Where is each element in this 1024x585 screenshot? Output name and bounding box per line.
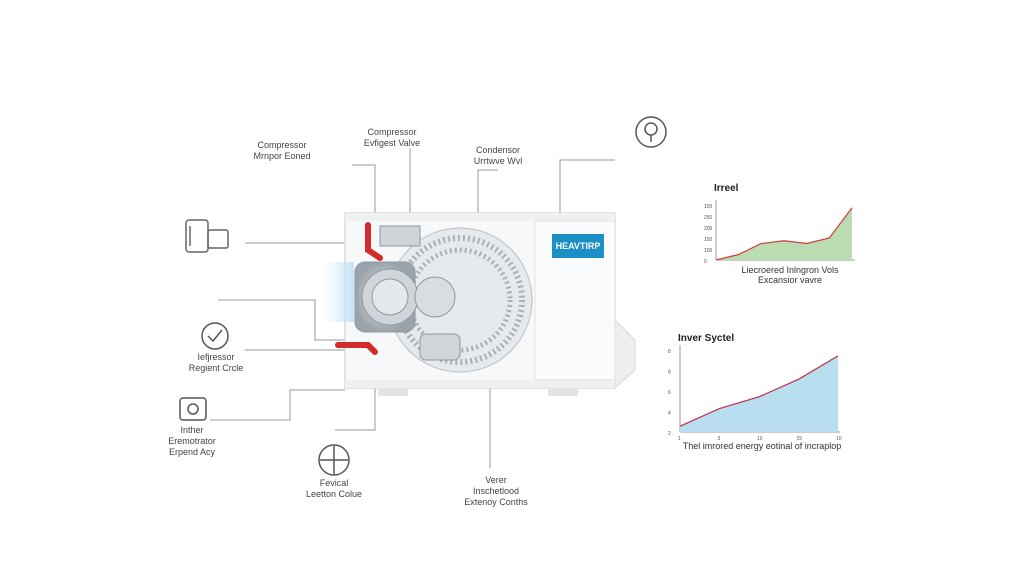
x-tick-label: 10	[757, 436, 763, 442]
caption-line: Excansior vavre	[757, 275, 823, 285]
label-inverter: Inther Eremotrator Erpend Acy	[152, 425, 232, 458]
y-tick-label: 200	[704, 226, 713, 232]
x-tick-label: 1	[678, 436, 681, 442]
compressor	[354, 225, 461, 361]
caption-line: Thel imrored energy eotinal of incraplop	[682, 441, 842, 451]
expansion-valve-icon	[318, 444, 350, 476]
refrigerant-cycle-icon	[201, 322, 229, 350]
label-expansion-valve: Fevical Leetton Colue	[294, 478, 374, 500]
y-tick-label: 2	[668, 431, 671, 437]
label-line: Extenoy Conths	[464, 497, 528, 507]
brand-logo: HEAVTIRP	[552, 234, 604, 258]
label-line: Evfigest Valve	[363, 138, 421, 148]
label-refrigerant-cycle: Iefjressor Regient Crcle	[176, 352, 256, 374]
chart1-area	[716, 207, 852, 260]
leader-lines	[210, 148, 615, 468]
y-tick-label: 8	[668, 370, 671, 376]
inverter-icon	[179, 397, 207, 421]
chart2-caption: Thel imrored energy eotinal of incraplop	[672, 441, 852, 451]
label-line: Eremotrator	[168, 436, 216, 446]
label-line: Verer	[485, 475, 507, 485]
airflow	[322, 262, 354, 322]
y-tick-label: 150	[704, 204, 713, 210]
label-efficiency: Verer Inschetlood Extenoy Conths	[456, 475, 536, 508]
x-tick-label: 3	[718, 436, 721, 442]
service-icon	[635, 116, 667, 148]
y-tick-label: 250	[704, 215, 713, 221]
y-tick-label: 8	[668, 349, 671, 355]
y-tick-label: 100	[704, 248, 713, 254]
chart1-line	[715, 207, 853, 261]
label-line: Compressor	[367, 127, 417, 137]
x-tick-label: 15	[797, 436, 803, 442]
chart2-area	[680, 355, 838, 432]
label-line: Condensor	[475, 145, 521, 155]
label-condenser: Condensor Urrtwve Wvl	[458, 145, 538, 167]
compressor-motor-icon	[185, 219, 229, 253]
label-line: Regient Crcle	[188, 363, 244, 373]
chart-efficiency: 150 250 200 150 100 0	[704, 200, 855, 265]
label-line: Iefjressor	[197, 352, 235, 362]
label-line: Compressor	[257, 140, 307, 150]
y-tick-label: 150	[704, 237, 713, 243]
label-line: Leetton Colue	[305, 489, 363, 499]
chart1-caption: Liecroered Inlngron Vols Excansior vavre	[720, 265, 860, 285]
chart2-title: Inver Syctel	[678, 333, 735, 344]
y-tick-label: 0	[704, 259, 707, 265]
x-tick-label: 10	[836, 436, 842, 442]
label-compressor-motor: Compressor Mrnpor Eoned	[242, 140, 322, 162]
chart-inverter: 8 8 6 4 2 1 3 10 15 10	[668, 345, 842, 442]
label-line: Mrnpor Eoned	[253, 151, 311, 161]
label-line: Fevical	[319, 478, 349, 488]
refrigerant-pipe	[335, 222, 383, 355]
label-line: Erpend Acy	[168, 447, 216, 457]
label-line: Inschetlood	[472, 486, 520, 496]
chart1-title: Irreel	[714, 183, 739, 194]
label-line: Urrtwve Wvl	[473, 156, 523, 166]
label-line: Inther	[180, 425, 204, 435]
y-tick-label: 4	[668, 411, 671, 417]
label-compressor-valve: Compressor Evfigest Valve	[352, 127, 432, 149]
chart2-line	[679, 355, 839, 427]
caption-line: Liecroered Inlngron Vols	[741, 265, 839, 275]
y-tick-label: 6	[668, 390, 671, 396]
